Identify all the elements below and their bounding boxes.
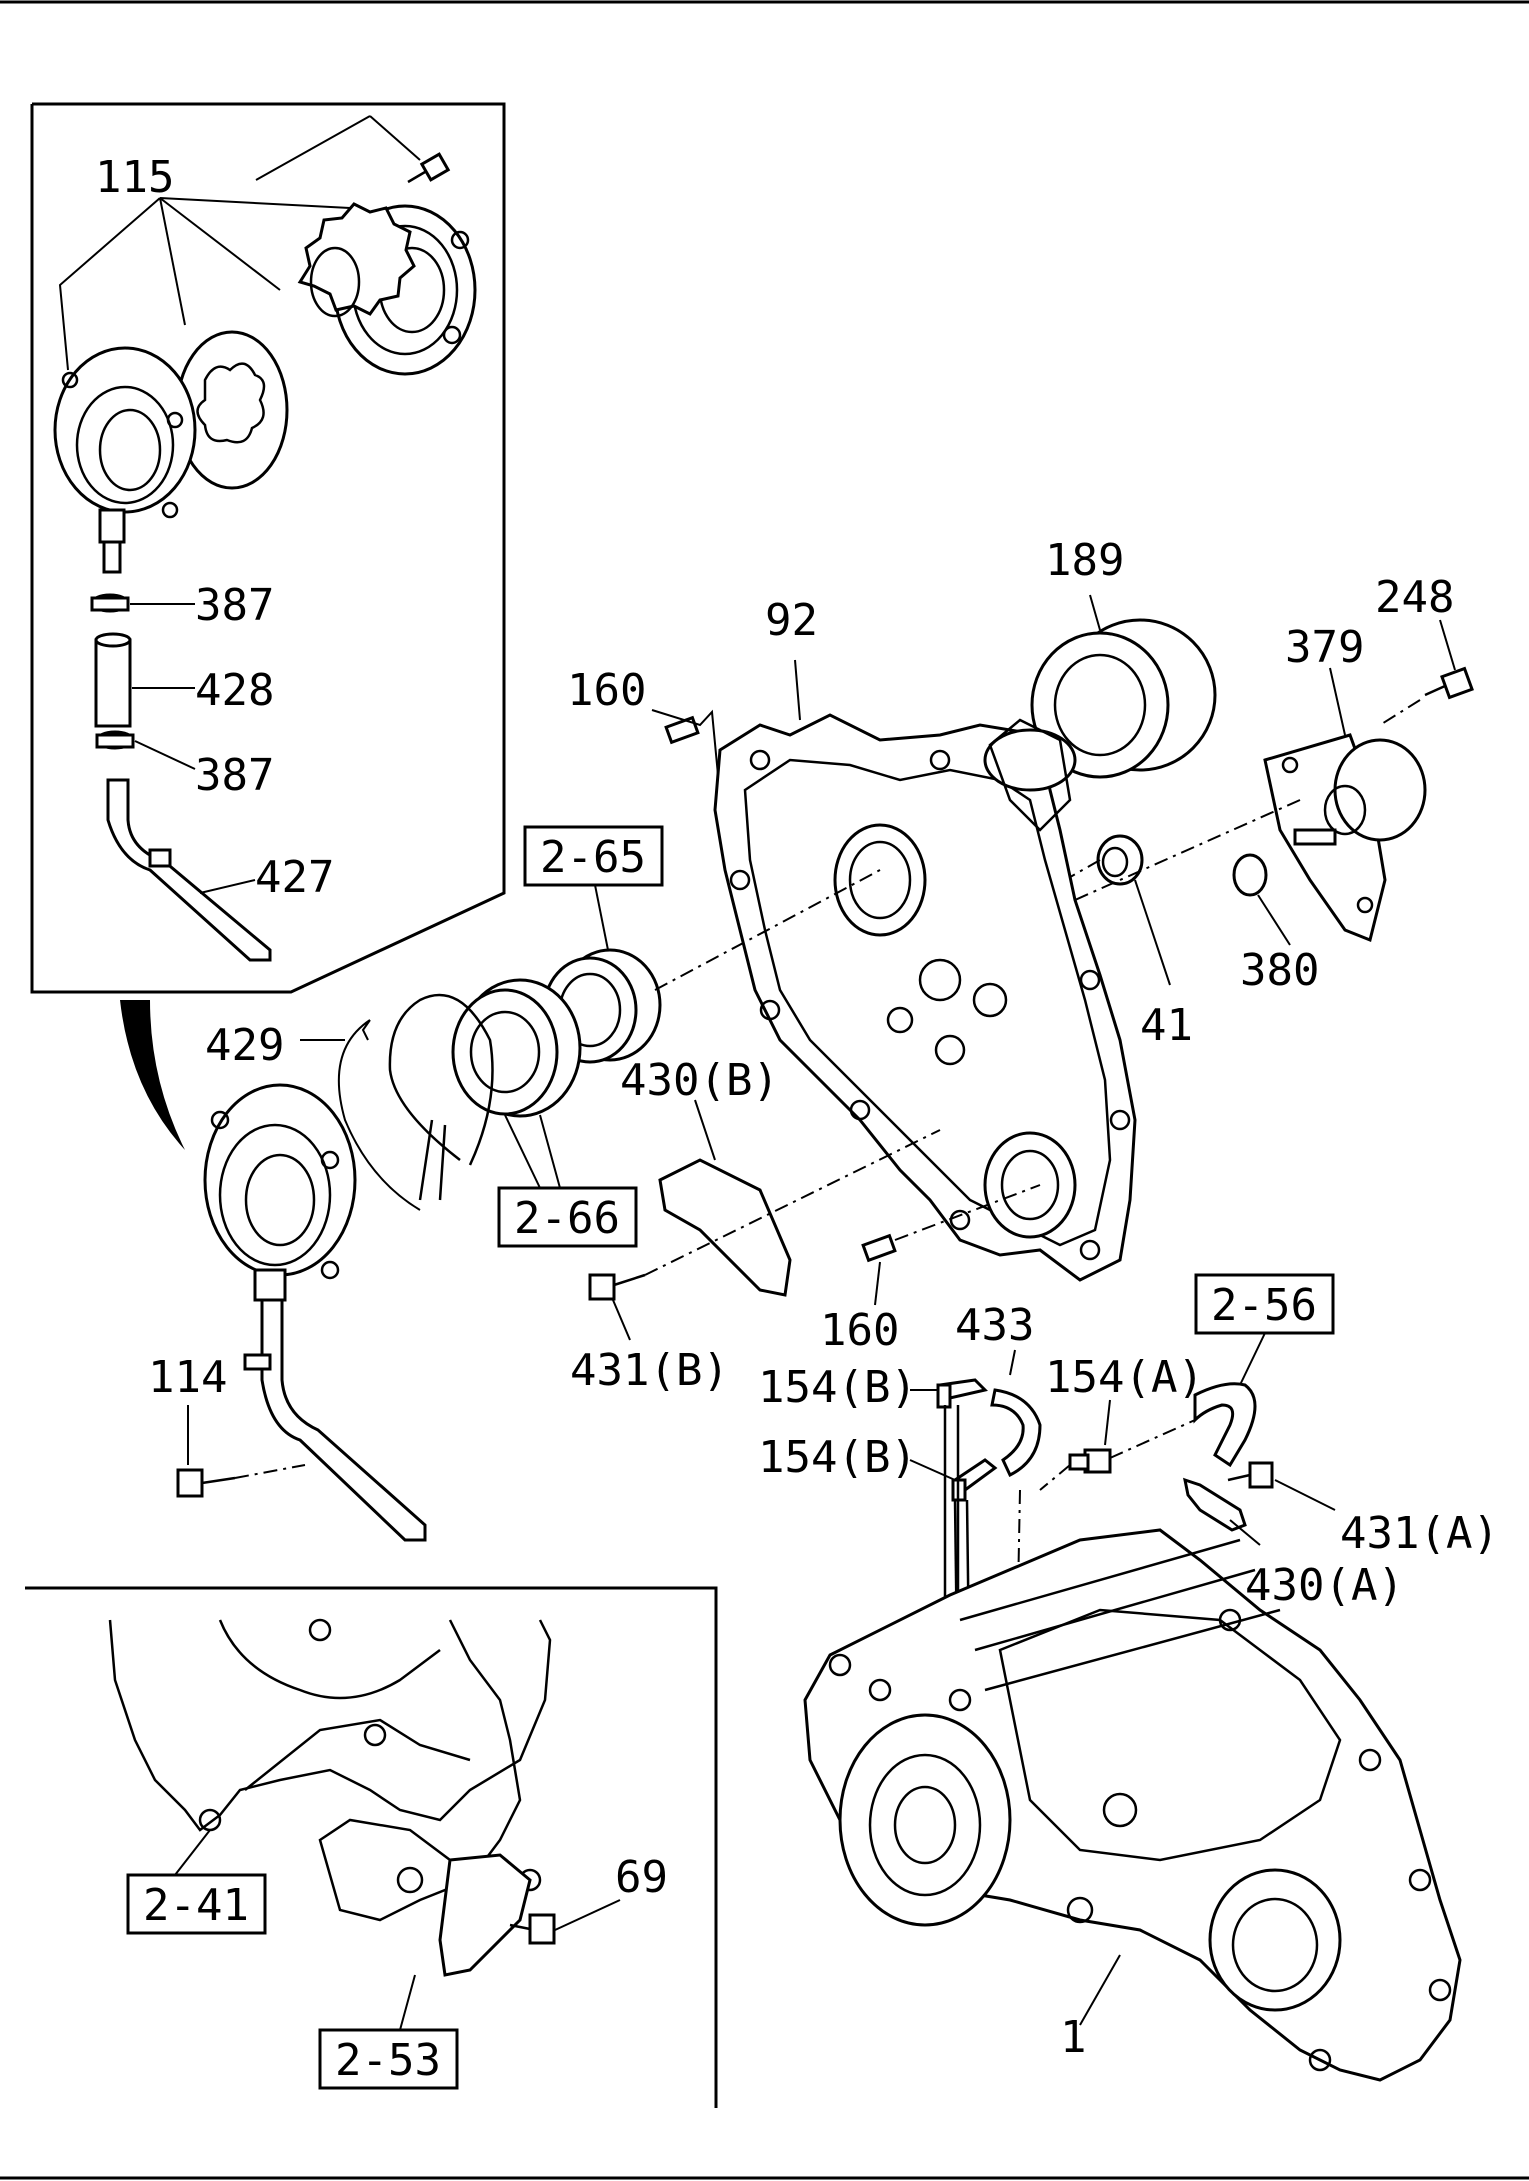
bracket-icon bbox=[1183, 1477, 1247, 1532]
oil-pump-icon bbox=[203, 1083, 427, 1542]
bolt-icon bbox=[528, 1913, 556, 1945]
clamp-icon bbox=[95, 730, 135, 750]
inset-pump-detail: 115 387 428 387 427 bbox=[30, 102, 506, 994]
label-189: 189 bbox=[1045, 535, 1124, 586]
label-114: 114 bbox=[148, 1352, 227, 1403]
label-387: 387 bbox=[195, 580, 274, 631]
arrow-icon bbox=[120, 1000, 185, 1150]
label-41: 41 bbox=[1140, 1000, 1193, 1051]
label-430b: 430(B) bbox=[620, 1055, 779, 1106]
label-248: 248 bbox=[1375, 572, 1454, 623]
inner-gear-icon bbox=[297, 202, 416, 318]
label-1: 1 bbox=[1060, 2012, 1087, 2063]
pipe-fitting-icon bbox=[936, 1378, 988, 1409]
label-160: 160 bbox=[567, 665, 646, 716]
bolt-icon bbox=[407, 152, 451, 184]
hose-icon bbox=[94, 632, 132, 728]
label-379: 379 bbox=[1285, 622, 1364, 673]
pipe-fitting-icon bbox=[1068, 1448, 1112, 1474]
label-69: 69 bbox=[615, 1852, 668, 1903]
ref-2-66: 2-66 bbox=[514, 1193, 620, 1244]
label-428: 428 bbox=[195, 665, 274, 716]
label-160: 160 bbox=[820, 1305, 899, 1356]
cover-plate-icon bbox=[658, 1158, 792, 1297]
snap-ring-icon bbox=[388, 993, 494, 1166]
pipe-icon bbox=[106, 778, 272, 962]
pipe-fitting-icon bbox=[951, 1458, 998, 1502]
dowel-pin-icon bbox=[861, 1233, 897, 1263]
label-154b: 154(B) bbox=[758, 1362, 917, 1413]
dowel-pin-icon bbox=[664, 715, 700, 745]
hose-icon bbox=[1193, 1382, 1257, 1468]
label-430a: 430(A) bbox=[1245, 1560, 1404, 1611]
label-92: 92 bbox=[765, 595, 818, 646]
label-433: 433 bbox=[955, 1300, 1034, 1351]
o-ring-icon bbox=[1232, 853, 1268, 897]
label-427: 427 bbox=[255, 852, 334, 903]
ref-2-65: 2-65 bbox=[540, 832, 646, 883]
label-154b: 154(B) bbox=[758, 1432, 917, 1483]
ref-box bbox=[523, 825, 664, 887]
transfer-case-cover-icon bbox=[713, 713, 1137, 1282]
label-429: 429 bbox=[205, 1020, 284, 1071]
bracket-icon bbox=[438, 1853, 532, 1977]
ref-box bbox=[1194, 1273, 1335, 1335]
bolt-icon bbox=[588, 1273, 646, 1301]
bolt-icon bbox=[1424, 666, 1474, 700]
ref-box bbox=[497, 1186, 638, 1248]
label-115: 115 bbox=[95, 152, 174, 203]
ref-2-41: 2-41 bbox=[143, 1880, 249, 1931]
seal-icon bbox=[1096, 834, 1144, 886]
ref-2-56: 2-56 bbox=[1211, 1280, 1317, 1331]
bearing-icon bbox=[451, 978, 582, 1118]
hose-icon bbox=[990, 1388, 1042, 1478]
shift-bracket-icon bbox=[1263, 733, 1427, 943]
label-387: 387 bbox=[195, 750, 274, 801]
bolt-icon bbox=[176, 1468, 236, 1498]
label-380: 380 bbox=[1240, 945, 1319, 996]
pump-body-icon bbox=[53, 346, 197, 574]
label-431a: 431(A) bbox=[1340, 1508, 1499, 1559]
gasket-icon bbox=[337, 1019, 421, 1211]
ref-2-53: 2-53 bbox=[335, 2035, 441, 2086]
label-154a: 154(A) bbox=[1045, 1352, 1204, 1403]
clamp-icon bbox=[90, 593, 130, 613]
bolt-icon bbox=[1227, 1461, 1274, 1489]
label-431b: 431(B) bbox=[570, 1345, 729, 1396]
inset-mount-detail bbox=[25, 1586, 718, 2108]
transfer-case-housing-icon bbox=[803, 1528, 1462, 2082]
